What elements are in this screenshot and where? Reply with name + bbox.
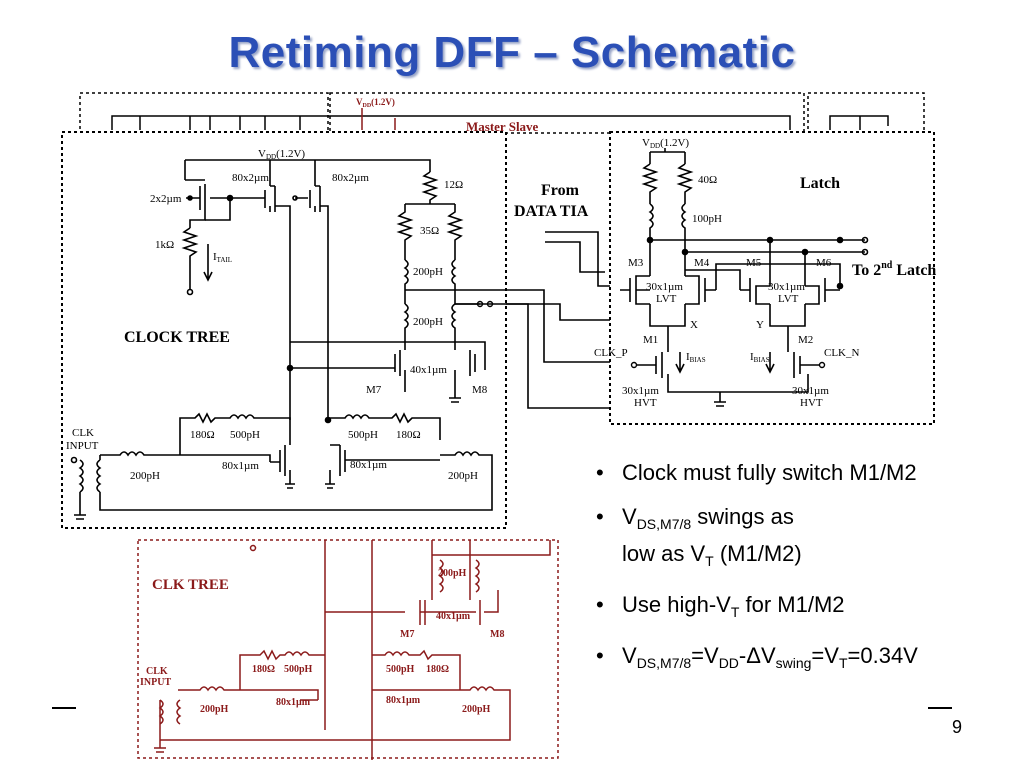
ct-180-left: 180Ω	[190, 429, 215, 441]
latch-m3: M3	[628, 257, 644, 269]
bg-clk-label-1: CLK	[146, 666, 168, 677]
ct-80x1-right: 80x1µm	[350, 459, 387, 471]
from-tia-line-2: DATA TIA	[514, 203, 589, 220]
ct-1k: 1kΩ	[155, 239, 174, 251]
latch-clk-p: CLK_P	[594, 347, 628, 359]
latch-m2: M2	[798, 334, 813, 346]
ct-200ph-a: 200pH	[413, 266, 443, 278]
clock-tree-labels: VDD(1.2V) 80x2µm 80x2µm 2x2µm 1kΩ ITAIL …	[66, 148, 488, 482]
bullet-dot: •	[596, 592, 604, 617]
bg-m7-label: M7	[400, 629, 414, 640]
bg-l200-right: 200pH	[462, 704, 491, 715]
latch-hvt-right-2: HVT	[800, 397, 823, 409]
bullet-text: Use high-VT for M1/M2	[622, 592, 845, 620]
ct-80x2-b: 80x2µm	[332, 172, 369, 184]
bullet-item: • VDS,M7/8=VDD-ΔVswing=VT=0.34V	[596, 641, 1020, 678]
background-labels: VDD(1.2V) Master Slave CLK TREE 200pH 40…	[140, 97, 539, 715]
bg-clk-label-2: INPUT	[140, 677, 171, 688]
ct-m7: M7	[366, 384, 382, 396]
latch-hvt-right-1: 30x1µm	[792, 385, 829, 397]
bullet-text: Clock must fully switch M1/M2	[622, 460, 917, 485]
bullet-list: • Clock must fully switch M1/M2 • VDS,M7…	[596, 458, 1020, 692]
to-2nd-latch-label: To 2nd Latch	[852, 260, 936, 279]
latch-m4: M4	[694, 257, 710, 269]
bullet-text: VDS,M7/8=VDD-ΔVswing=VT=0.34V	[622, 643, 918, 671]
ct-80x1-left: 80x1µm	[222, 460, 259, 472]
bg-m-right-size: 80x1µm	[386, 695, 421, 706]
ct-500-right: 500pH	[348, 429, 378, 441]
latch-box	[609, 131, 935, 425]
bg-m78-size-label: 40x1µm	[436, 611, 471, 622]
latch-title: Latch	[800, 175, 840, 192]
bullet-item: • Use high-VT for M1/M2	[596, 590, 1020, 627]
ct-2x2: 2x2µm	[150, 193, 182, 205]
bg-r180-left: 180Ω	[252, 664, 275, 675]
latch-100ph: 100pH	[692, 213, 722, 225]
from-data-tia: From DATA TIA	[514, 182, 589, 220]
latch-hvt-left-1: 30x1µm	[622, 385, 659, 397]
latch-clk-n: CLK_N	[824, 347, 860, 359]
latch-m1: M1	[643, 334, 658, 346]
bg-m-left-size: 80x1µm	[276, 697, 311, 708]
from-tia-line-1: From	[541, 182, 580, 199]
latch-hvt-left-2: HVT	[634, 397, 657, 409]
ct-vdd-label: VDD(1.2V)	[258, 148, 305, 161]
ct-35ohm: 35Ω	[420, 225, 439, 237]
bullet-item: • Clock must fully switch M1/M2	[596, 458, 1020, 488]
top-vdd-label: VDD(1.2V)	[356, 97, 395, 109]
ct-500-left: 500pH	[230, 429, 260, 441]
clock-tree-title: CLOCK TREE	[124, 329, 230, 346]
bg-l500-right: 500pH	[386, 664, 415, 675]
latch-size-a: 30x1µm	[646, 281, 683, 293]
ct-12ohm: 12Ω	[444, 179, 463, 191]
latch-ibias-1: IBIAS	[686, 351, 706, 364]
clk-tree-label: CLK TREE	[152, 577, 229, 593]
background-schematic	[79, 92, 925, 760]
latch-vdd-label: VDD(1.2V)	[642, 137, 689, 150]
bg-inductor-label: 200pH	[438, 568, 467, 579]
latch-node-x: X	[690, 319, 698, 331]
ct-200ph-b: 200pH	[413, 316, 443, 328]
latch-m6: M6	[816, 257, 832, 269]
bg-m8-label: M8	[490, 629, 504, 640]
ct-clk-input-1: CLK	[72, 427, 94, 439]
bullet-dot: •	[596, 460, 604, 485]
latch-lvt-a: LVT	[656, 293, 677, 305]
latch-lvt-b: LVT	[778, 293, 799, 305]
clock-tree-box	[61, 131, 507, 529]
ct-200ph-right: 200pH	[448, 470, 478, 482]
ct-200ph-left: 200pH	[130, 470, 160, 482]
latch-40ohm: 40Ω	[698, 174, 717, 186]
latch-size-b: 30x1µm	[768, 281, 805, 293]
bg-l200-left: 200pH	[200, 704, 229, 715]
latch-node-y: Y	[756, 319, 764, 331]
ct-clk-input-2: INPUT	[66, 440, 99, 452]
ct-itail: ITAIL	[213, 251, 232, 264]
ct-m8: M8	[472, 384, 488, 396]
bullet-dot: •	[596, 643, 604, 668]
latch-labels: VDD(1.2V) 40Ω Latch 100pH M3 M4 M5 M6 30…	[594, 137, 936, 409]
ct-80x2-a: 80x2µm	[232, 172, 269, 184]
ct-180-right: 180Ω	[396, 429, 421, 441]
ct-40x1: 40x1µm	[410, 364, 447, 376]
latch-m5: M5	[746, 257, 762, 269]
master-slave-label: Master Slave	[466, 119, 539, 134]
latch-ibias-2: IBIAS	[750, 351, 770, 364]
bg-l500-left: 500pH	[284, 664, 313, 675]
bg-r180-right: 180Ω	[426, 664, 449, 675]
slide-title: Retiming DFF – Schematic	[228, 28, 796, 77]
page-number: 9	[952, 717, 963, 737]
bullet-dot: •	[596, 504, 604, 529]
